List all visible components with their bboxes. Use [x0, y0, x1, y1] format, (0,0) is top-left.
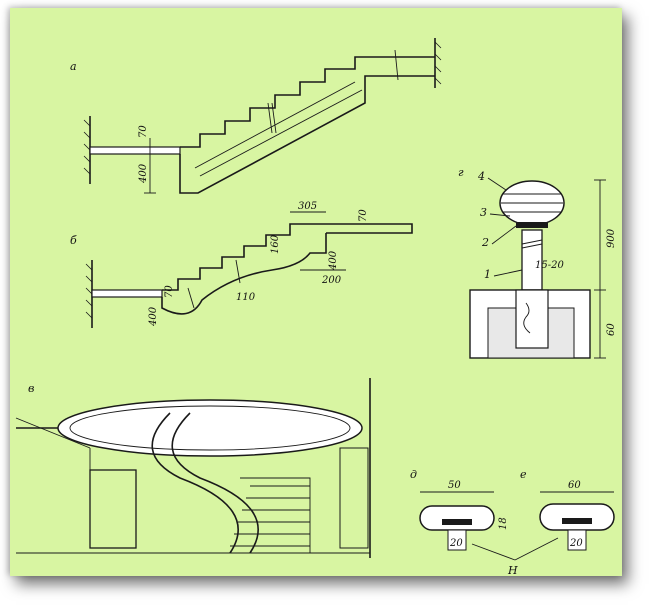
- panel-v-label: в: [28, 382, 34, 395]
- panel-b-dim-160: 160: [270, 234, 281, 254]
- panel-b-dim-200: 200: [321, 275, 342, 286]
- panel-b-stair-section: 305 70 160 400 200 110 70 400 б: [70, 201, 413, 328]
- panel-g-label: г: [458, 166, 464, 179]
- panel-d-handrail-profile: 50 18 20 д: [410, 468, 509, 551]
- shared-callout-h: Н: [471, 537, 559, 577]
- panel-d-dim-20: 20: [449, 538, 463, 549]
- panel-g-dim-900: 900: [606, 228, 617, 248]
- panel-g-callout-4: 4: [477, 170, 485, 183]
- panel-g-callout-2: 2: [481, 236, 489, 249]
- panel-g-handrail-detail: 900 15-20 60 4 3 2 1 г: [458, 166, 617, 359]
- drawing-sheet: 70 400 а 305 70 160 400 200 110 70 400 б: [10, 8, 622, 577]
- panel-a-dim-400: 400: [138, 163, 149, 184]
- panel-e-dim-60: 60: [568, 480, 581, 491]
- panel-g-callout-3: 3: [480, 206, 487, 219]
- panel-b-dim-70: 70: [358, 209, 369, 222]
- panel-a-label: а: [70, 60, 77, 73]
- panel-d-dim-18: 18: [498, 517, 509, 530]
- panel-v-spiral-stair-perspective: в: [15, 378, 371, 558]
- technical-drawing: 70 400 а 305 70 160 400 200 110 70 400 б: [15, 38, 617, 577]
- shared-label-h: Н: [507, 564, 518, 576]
- panel-d-label: д: [410, 468, 417, 481]
- panel-a-stair-section: 70 400 а: [70, 38, 442, 194]
- panel-b-label: б: [70, 234, 77, 247]
- panel-b-dim-305: 305: [298, 201, 317, 212]
- panel-b-dim-70-left: 70: [164, 285, 175, 298]
- panel-e-label: е: [520, 468, 527, 481]
- panel-e-dim-20: 20: [569, 538, 583, 549]
- panel-b-dim-400-left: 400: [148, 306, 159, 327]
- panel-b-dim-400-right: 400: [328, 250, 339, 271]
- panel-d-dim-50: 50: [448, 480, 461, 491]
- panel-g-callout-1: 1: [484, 268, 491, 281]
- panel-g-dim-60: 60: [606, 323, 617, 336]
- panel-a-dim-70: 70: [138, 125, 149, 138]
- panel-g-dim-15-20: 15-20: [535, 260, 564, 271]
- panel-e-handrail-profile: 60 20 е: [520, 468, 615, 551]
- panel-b-dim-110: 110: [236, 292, 256, 303]
